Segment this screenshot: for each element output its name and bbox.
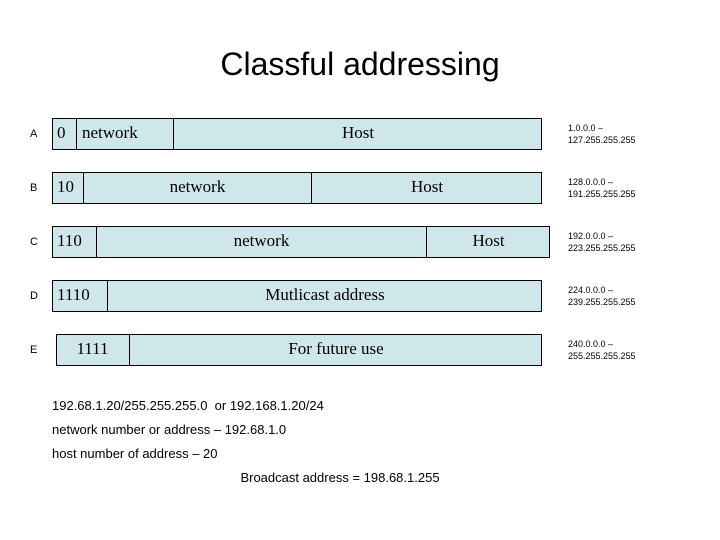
class-b-bar (52, 172, 542, 204)
class-a-range-line1: 1.0.0.0 – (568, 123, 604, 133)
class-a-range-line2: 127.255.255.255 (568, 135, 636, 145)
class-letter-b: B (30, 182, 38, 194)
class-a-network: network (77, 118, 174, 150)
note-line-1: 192.68.1.20/255.255.255.0 or 192.168.1.2… (52, 398, 324, 413)
class-e-bar (56, 334, 542, 366)
class-e-prefix: 1111 (56, 334, 130, 366)
class-row-b: B 10 network Host 128.0.0.0 – 191.255.25… (0, 172, 720, 204)
class-letter-a: A (30, 128, 38, 140)
class-b-host: Host (410, 177, 444, 196)
class-c-range-line2: 223.255.255.255 (568, 243, 636, 253)
note-line-3: host number of address – 20 (52, 446, 218, 461)
class-b-range-line2: 191.255.255.255 (568, 189, 636, 199)
class-d-bar (52, 280, 542, 312)
class-d-range-line2: 239.255.255.255 (568, 297, 636, 307)
class-a-bar (52, 118, 542, 150)
class-b-prefix: 10 (52, 172, 84, 204)
class-b-range-line1: 128.0.0.0 – (568, 177, 614, 187)
class-c-bar (52, 226, 550, 258)
class-c-host: Host (472, 231, 505, 250)
class-c-prefix: 110 (52, 226, 97, 258)
class-letter-e: E (30, 344, 38, 356)
class-b-network: network (84, 172, 312, 204)
class-c-network: network (97, 226, 427, 258)
class-row-d: D 1110 Mutlicast address 224.0.0.0 – 239… (0, 280, 720, 312)
class-c-range-line1: 192.0.0.0 – (568, 231, 614, 241)
class-row-e: E 1111 For future use 240.0.0.0 – 255.25… (0, 334, 720, 366)
class-a-host: Host (341, 123, 375, 142)
class-a-prefix: 0 (52, 118, 77, 150)
class-letter-c: C (30, 236, 38, 248)
class-row-c: C 110 network Host 192.0.0.0 – 223.255.2… (0, 226, 720, 258)
class-d-prefix: 1110 (52, 280, 108, 312)
class-e-range-line1: 240.0.0.0 – (568, 339, 614, 349)
class-e-network: For future use (288, 339, 384, 358)
class-d-range-line1: 224.0.0.0 – (568, 285, 614, 295)
page-title: Classful addressing (220, 46, 500, 82)
note-line-4: Broadcast address = 198.68.1.255 (240, 470, 440, 485)
class-letter-d: D (30, 290, 38, 302)
note-line-2: network number or address – 192.68.1.0 (52, 422, 287, 437)
class-row-a: A 0 network Host 1.0.0.0 – 127.255.255.2… (0, 118, 720, 150)
class-e-range-line2: 255.255.255.255 (568, 351, 636, 361)
class-d-network: Mutlicast address (265, 285, 385, 304)
